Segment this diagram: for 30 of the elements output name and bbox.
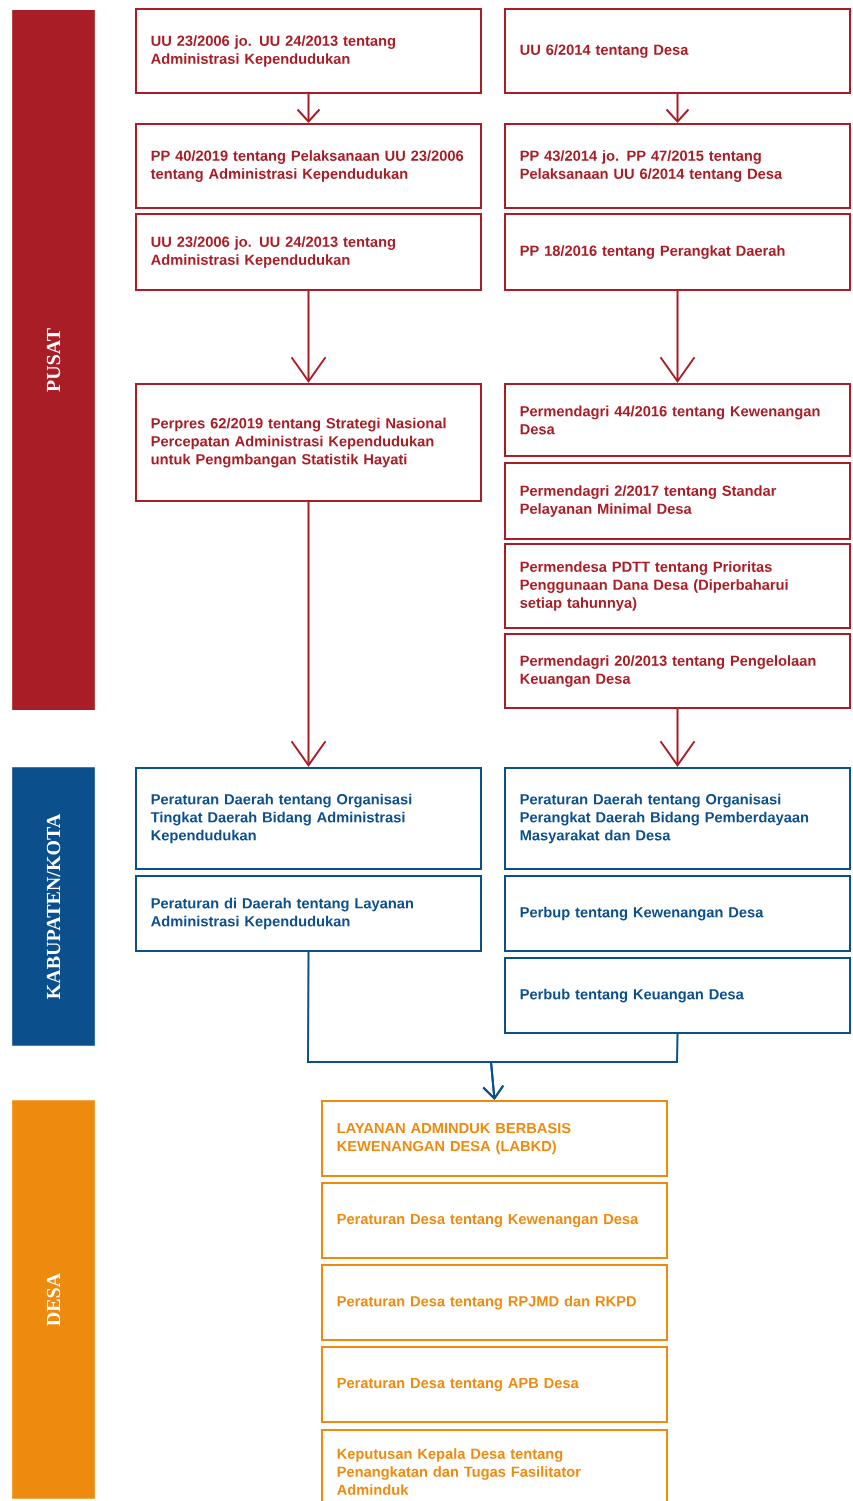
regulation-box: LAYANAN ADMINDUK BERBASIS KEWENANGAN DESA (LABKD)	[321, 1100, 668, 1177]
level-band: DESA	[12, 1100, 95, 1499]
regulation-box: Peraturan Desa tentang Kewenangan Desa	[321, 1182, 668, 1259]
regulation-box: Perbub tentang Keuangan Desa	[504, 957, 851, 1034]
arrow	[665, 93, 690, 123]
regulation-box: Keputusan Kepala Desa tentang Penangkatan dan Tugas Fasilitator Adminduk	[321, 1429, 668, 1501]
arrow	[296, 93, 321, 123]
regulation-box: Perbup tentang Kewenangan Desa	[504, 875, 851, 952]
arrow	[290, 290, 327, 383]
arrow	[659, 290, 696, 383]
regulation-box: PP 40/2019 tentang Pelaksanaan UU 23/2006 tentang Administrasi Kependudukan	[135, 123, 482, 209]
regulation-box: UU 23/2006 jo. UU 24/2013 tentang Administrasi Kependudukan	[135, 8, 482, 94]
regulation-box: UU 6/2014 tentang Desa	[504, 8, 851, 94]
regulation-box: Peraturan Desa tentang APB Desa	[321, 1346, 668, 1423]
level-band: PUSAT	[12, 10, 95, 710]
regulation-box: Permendesa PDTT tentang Prioritas Penggunaan Dana Desa (Diperbaharui setiap tahunnya)	[504, 543, 851, 629]
regulation-box: Peraturan di Daerah tentang Layanan Administrasi Kependudukan	[135, 875, 482, 952]
regulation-box: Perpres 62/2019 tentang Strategi Nasional Percepatan Administrasi Kependudukan untuk Pengmbangan Statistik Hayati	[135, 383, 482, 502]
regulation-box: Permendagri 20/2013 tentang Pengelolaan Keuangan Desa	[504, 633, 851, 709]
arrow	[290, 501, 327, 767]
regulation-box: Peraturan Daerah tentang Organisasi Perangkat Daerah Bidang Pemberdayaan Masyarakat dan Desa	[504, 767, 851, 870]
regulation-box: Peraturan Desa tentang RPJMD dan RKPD	[321, 1264, 668, 1341]
regulation-box: Permendagri 44/2016 tentang Kewenangan Desa	[504, 383, 851, 457]
regulation-box: UU 23/2006 jo. UU 24/2013 tentang Administrasi Kependudukan	[135, 213, 482, 291]
regulation-box: PP 18/2016 tentang Perangkat Daerah	[504, 213, 851, 291]
regulation-box: Peraturan Daerah tentang Organisasi Tingkat Daerah Bidang Administrasi Kependudukan	[135, 767, 482, 870]
regulation-box: PP 43/2014 jo. PP 47/2015 tentang Pelaksanaan UU 6/2014 tentang Desa	[504, 123, 851, 209]
level-band: KABUPATEN/KOTA	[12, 767, 95, 1046]
regulation-box: Permendagri 2/2017 tentang Standar Pelayanan Minimal Desa	[504, 462, 851, 540]
arrow	[482, 1033, 679, 1100]
